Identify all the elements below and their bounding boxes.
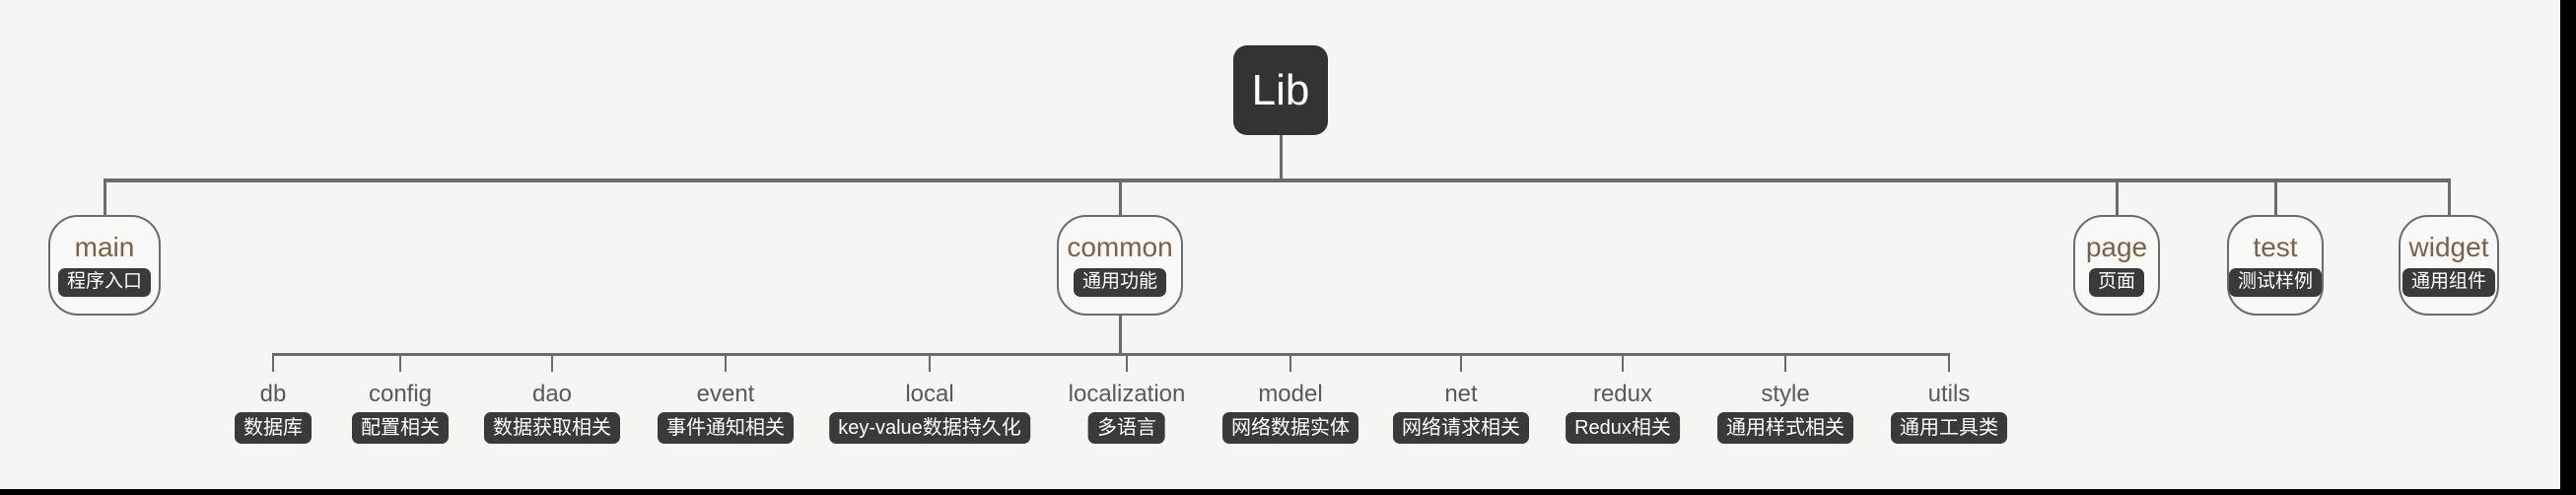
node-style[interactable]: style 通用样式相关 [1717,381,1853,444]
node-main-label: main [74,232,135,263]
node-event-label: event [696,381,755,407]
node-widget-label: widget [2408,232,2489,263]
tick-event [725,356,727,372]
node-config[interactable]: config 配置相关 [352,381,449,444]
connector-test [2273,182,2277,215]
tick-redux [1622,356,1624,372]
node-local-badge: key-value数据持久化 [829,411,1030,444]
node-model-label: model [1258,381,1323,407]
node-dao-label: dao [531,381,573,407]
node-test-label: test [2253,232,2298,263]
node-local-label: local [905,381,954,407]
node-page[interactable]: page 页面 [2073,215,2160,316]
node-localization-badge: 多语言 [1087,411,1165,444]
node-db-label: db [259,381,287,407]
node-main[interactable]: main 程序入口 [48,215,161,316]
spine-level1 [103,178,2451,182]
node-localization[interactable]: localization 多语言 [1068,381,1186,444]
node-localization-label: localization [1068,381,1186,407]
node-dao-badge: 数据获取相关 [484,411,620,444]
screen-edge-right [2560,0,2576,495]
node-common[interactable]: common 通用功能 [1057,215,1183,316]
tick-db [272,356,274,372]
tick-localization [1126,356,1128,372]
tick-style [1784,356,1786,372]
node-event-badge: 事件通知相关 [658,411,794,444]
node-widget-badge: 通用组件 [2402,268,2495,297]
tick-config [399,356,401,372]
node-page-label: page [2085,232,2148,263]
spine-level2 [272,353,1950,356]
node-db-badge: 数据库 [235,411,312,444]
tick-local [929,356,931,372]
tick-net [1460,356,1462,372]
node-net-badge: 网络请求相关 [1393,411,1529,444]
screen-edge-bottom [0,489,2576,495]
node-style-badge: 通用样式相关 [1717,411,1853,444]
node-redux-label: redux [1592,381,1653,407]
node-net-label: net [1444,381,1478,407]
node-page-badge: 页面 [2088,268,2144,297]
node-redux-badge: Redux相关 [1566,411,1680,444]
node-db[interactable]: db 数据库 [235,381,312,444]
node-main-badge: 程序入口 [57,268,151,297]
node-utils-label: utils [1927,381,1971,407]
connector-common-children [1118,316,1122,353]
connector-main [103,182,106,215]
node-local[interactable]: local key-value数据持久化 [829,381,1030,444]
node-test-badge: 测试样例 [2229,268,2323,297]
tick-model [1289,356,1291,372]
node-common-badge: 通用功能 [1073,268,1166,297]
node-model-badge: 网络数据实体 [1222,411,1358,444]
tick-utils [1948,356,1950,372]
connector-widget [2447,182,2451,215]
node-test[interactable]: test 测试样例 [2227,215,2324,316]
node-event[interactable]: event 事件通知相关 [658,381,794,444]
node-common-label: common [1067,232,1173,263]
root-node-label: Lib [1251,65,1310,114]
tick-dao [551,356,553,372]
node-net[interactable]: net 网络请求相关 [1393,381,1529,444]
node-widget[interactable]: widget 通用组件 [2399,215,2499,316]
node-config-badge: 配置相关 [352,411,449,444]
node-utils-badge: 通用工具类 [1891,411,2007,444]
connector-page [2115,182,2119,215]
node-utils[interactable]: utils 通用工具类 [1891,381,2007,444]
connector-root [1279,135,1283,182]
connector-common [1118,182,1122,215]
root-node-lib[interactable]: Lib [1233,45,1328,135]
node-model[interactable]: model 网络数据实体 [1222,381,1358,444]
node-style-label: style [1761,381,1810,407]
node-dao[interactable]: dao 数据获取相关 [484,381,620,444]
node-config-label: config [368,381,433,407]
